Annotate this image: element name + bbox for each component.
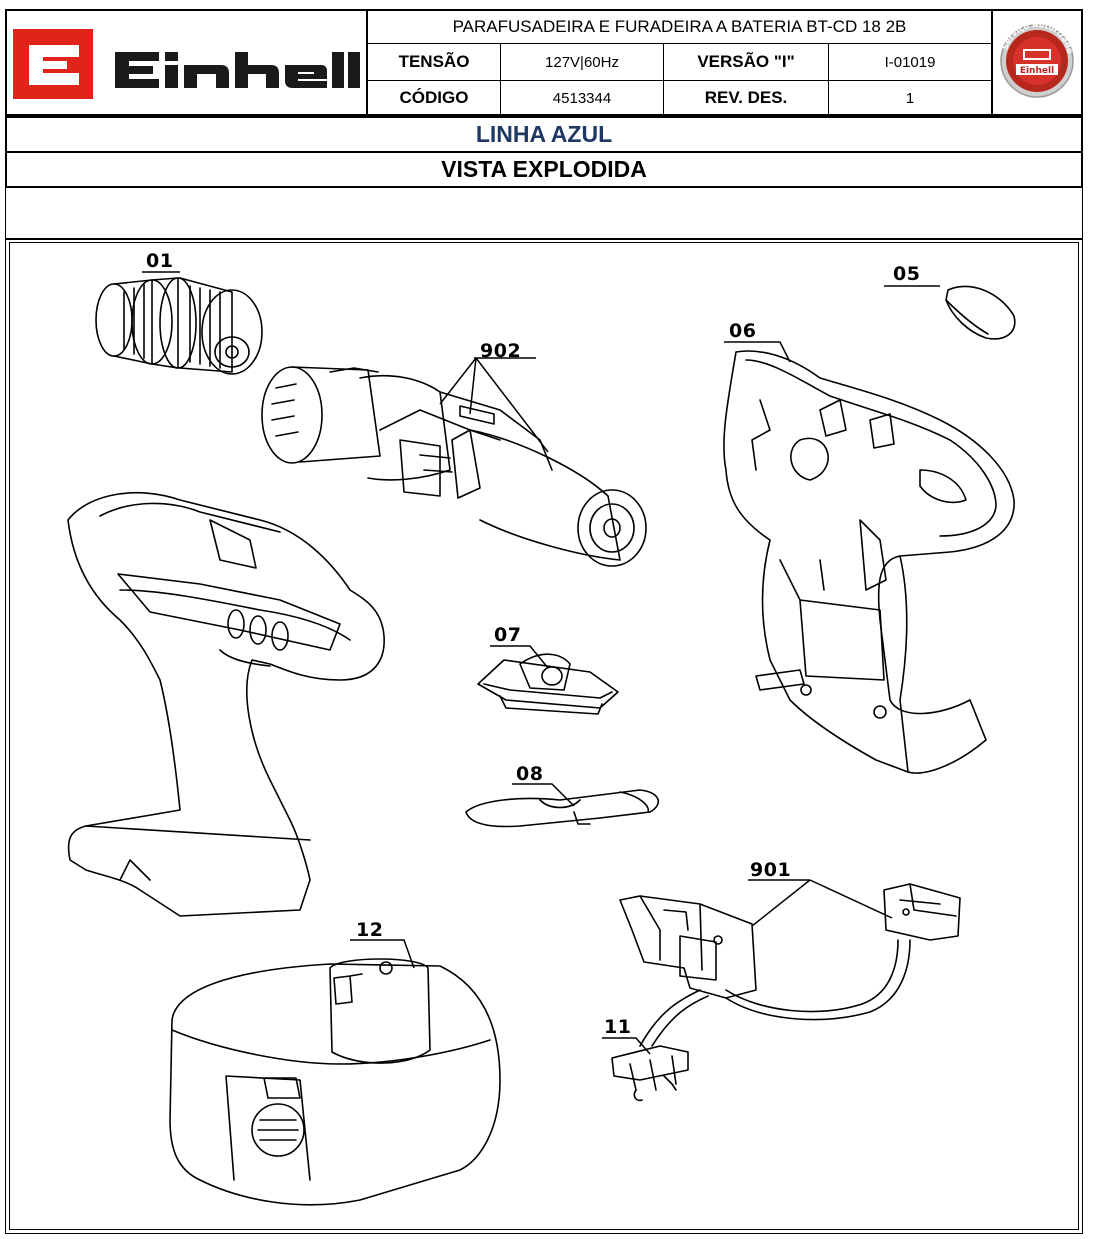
part-11-terminal: [611, 989, 709, 1102]
logo-area: [7, 11, 367, 114]
part-label-01: 01: [146, 250, 174, 272]
part-label-11: 11: [604, 1016, 632, 1038]
logo-e-mark: [29, 45, 79, 85]
service-seal-icon: Serviço Autorizado Einhell: [1000, 20, 1075, 98]
rev-value: 1: [905, 89, 915, 107]
part-label-06: 06: [729, 320, 757, 342]
part-07-plate: [477, 653, 619, 715]
part-01-chuck: [95, 277, 263, 375]
part-label-05: 05: [893, 263, 921, 285]
view-title-row: [5, 151, 1083, 188]
drawing-frame: [5, 238, 1083, 1234]
product-title: PARAFUSADEIRA E FURADEIRA A BATERIA BT-C…: [452, 17, 907, 36]
header-col-line-1: [500, 44, 501, 115]
header-col-line-2: [663, 44, 664, 115]
part-902-gearbox: [261, 366, 647, 567]
view-title: VISTA EXPLODIDA: [441, 156, 647, 182]
codigo-value: 4513344: [552, 89, 612, 107]
part-05-cap: [945, 285, 1016, 340]
part-label-07: 07: [494, 624, 522, 646]
header-col-line-3: [828, 44, 829, 115]
label-leaders: [142, 271, 940, 1055]
part-label-901: 901: [750, 859, 792, 881]
logo-wordmark: [115, 52, 360, 88]
seal-brand-text: Einhell: [1020, 66, 1054, 76]
einhell-logo: [13, 29, 360, 99]
part-label-902: 902: [480, 340, 522, 362]
codigo-label: CÓDIGO: [399, 88, 469, 107]
header-row-line-2: [367, 80, 992, 81]
part-06-housing: [723, 350, 1015, 774]
blank-row: [5, 186, 1083, 240]
header-row-line-1: [367, 43, 992, 44]
versao-label: VERSÃO "I": [697, 52, 795, 71]
part-901-switch: [619, 883, 961, 1021]
part-08-slide: [465, 789, 660, 828]
drawing-frame-inner: [9, 242, 1079, 1230]
header-frame: [5, 9, 1083, 116]
header-divider-seal: [991, 9, 993, 116]
service-seal: Serviço Autorizado Einhell: [994, 14, 1080, 112]
rev-label: REV. DES.: [704, 88, 788, 107]
line-title: LINHA AZUL: [475, 121, 613, 147]
part-label-12: 12: [356, 919, 384, 941]
part-12-battery: [169, 958, 501, 1206]
part-label-08: 08: [516, 763, 544, 785]
versao-value: I-01019: [884, 53, 936, 71]
part-housing-left: [67, 491, 385, 917]
header-divider-1: [366, 9, 368, 116]
tensao-label: TENSÃO: [398, 52, 470, 71]
tensao-value: 127V|60Hz: [545, 53, 619, 71]
